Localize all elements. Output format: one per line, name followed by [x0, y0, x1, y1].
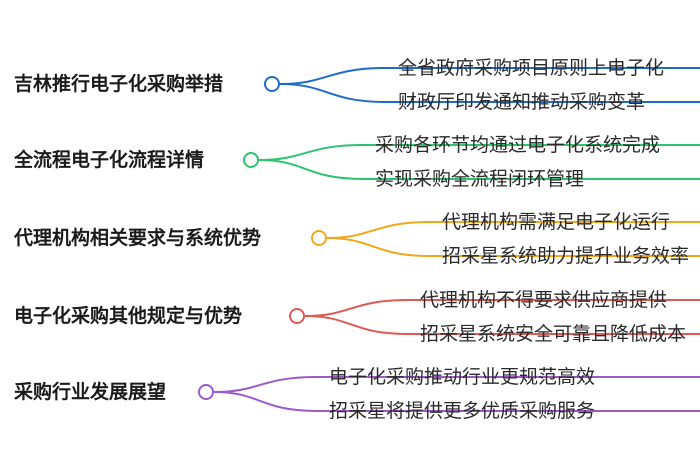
leaf-label-5-1: 电子化采购推动行业更规范高效 [329, 366, 596, 388]
collapse-node-5[interactable] [198, 384, 214, 400]
leaf-label-1-2: 财政厅印发通知推动采购变革 [398, 91, 646, 113]
leaf-label-4-1: 代理机构不得要求供应商提供 [420, 289, 668, 311]
connector-2-2 [258, 159, 700, 180]
branch-label-4: 电子化采购其他规定与优势 [14, 305, 243, 327]
connector-1-2 [279, 83, 700, 103]
connector-4-2 [304, 315, 700, 335]
leaf-label-3-2: 招采星系统助力提升业务效率 [442, 245, 690, 267]
connector-3-2 [326, 237, 700, 257]
branch-label-3: 代理机构相关要求与系统优势 [14, 227, 262, 249]
connector-2-1 [258, 144, 700, 161]
leaf-label-4-2: 招采星系统安全可靠且降低成本 [420, 323, 687, 345]
collapse-node-1[interactable] [264, 76, 280, 92]
connector-5-2 [213, 391, 700, 412]
leaf-label-2-1: 采购各环节均通过电子化系统完成 [375, 134, 661, 156]
connector-4-1 [304, 299, 700, 317]
collapse-node-2[interactable] [243, 152, 259, 168]
branch-label-5: 采购行业发展展望 [14, 381, 167, 403]
leaf-label-3-1: 代理机构需满足电子化运行 [442, 211, 671, 233]
branch-label-2: 全流程电子化流程详情 [14, 149, 205, 171]
connector-3-1 [326, 221, 700, 239]
leaf-label-2-2: 实现采购全流程闭环管理 [375, 168, 585, 190]
collapse-node-4[interactable] [289, 308, 305, 324]
collapse-node-3[interactable] [311, 230, 327, 246]
connector-1-1 [279, 67, 700, 85]
leaf-label-5-2: 招采星将提供更多优质采购服务 [329, 400, 596, 422]
connector-5-1 [213, 376, 700, 393]
leaf-label-1-1: 全省政府采购项目原则上电子化 [398, 57, 665, 79]
branch-label-1: 吉林推行电子化采购举措 [14, 73, 224, 95]
